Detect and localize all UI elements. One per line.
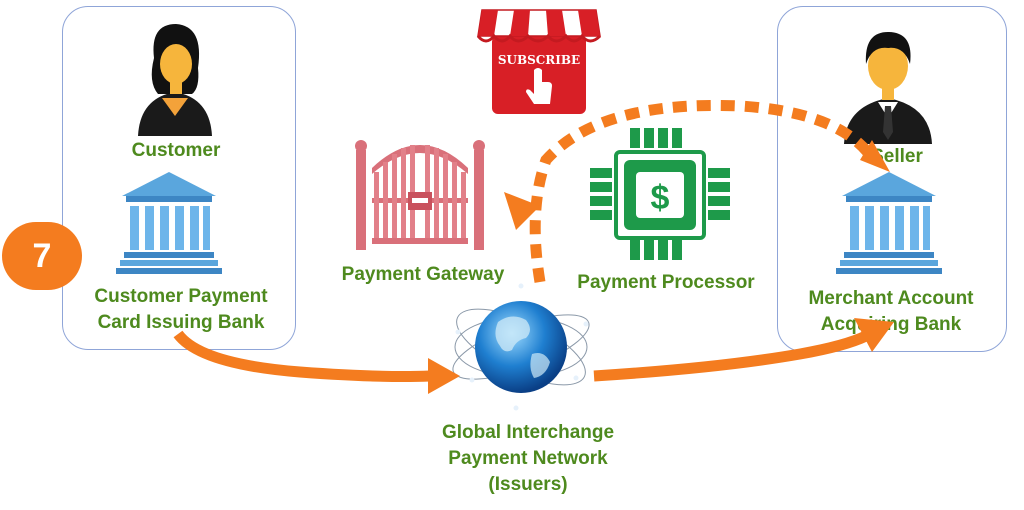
acquiring-bank-icon xyxy=(836,172,942,274)
payment-gateway-label: Payment Gateway xyxy=(341,264,505,285)
acquiring-bank-line1: Merchant Account xyxy=(808,288,974,309)
global-network-line3: (Issuers) xyxy=(488,474,568,495)
arrowhead-to-seller xyxy=(860,140,890,172)
subscribe-storefront-icon: SUBSCRIBE xyxy=(476,9,602,114)
arrowhead-to-network xyxy=(428,358,460,394)
issuing-bank-icon xyxy=(116,172,222,274)
payment-gateway-icon xyxy=(355,140,485,250)
arrow-issuing-to-network xyxy=(173,330,431,382)
customer-person-icon xyxy=(138,24,212,136)
arrowhead-to-gateway xyxy=(504,192,540,230)
arrow-network-to-acquiring xyxy=(593,330,869,382)
global-network-label: Global Interchange Payment Network (Issu… xyxy=(410,420,646,498)
globe-network-icon xyxy=(452,283,590,411)
subscribe-label: SUBSCRIBE xyxy=(498,53,580,67)
issuing-bank-line1: Customer Payment xyxy=(94,286,268,307)
dollar-symbol: $ xyxy=(651,179,670,217)
customer-label: Customer xyxy=(131,140,221,161)
dotted-arrow-gateway-to-seller xyxy=(529,99,877,283)
seller-person-icon xyxy=(844,32,932,144)
step-number-badge: 7 xyxy=(2,222,82,290)
global-network-line2: Payment Network xyxy=(448,448,608,469)
issuing-bank-label: Customer Payment Card Issuing Bank xyxy=(70,284,292,336)
payment-processor-chip-icon: $ xyxy=(590,128,730,260)
arrowhead-to-acquiring xyxy=(854,318,894,352)
global-network-line1: Global Interchange xyxy=(441,422,615,443)
payment-processor-label: Payment Processor xyxy=(577,272,755,293)
issuing-bank-line2: Card Issuing Bank xyxy=(97,312,265,333)
